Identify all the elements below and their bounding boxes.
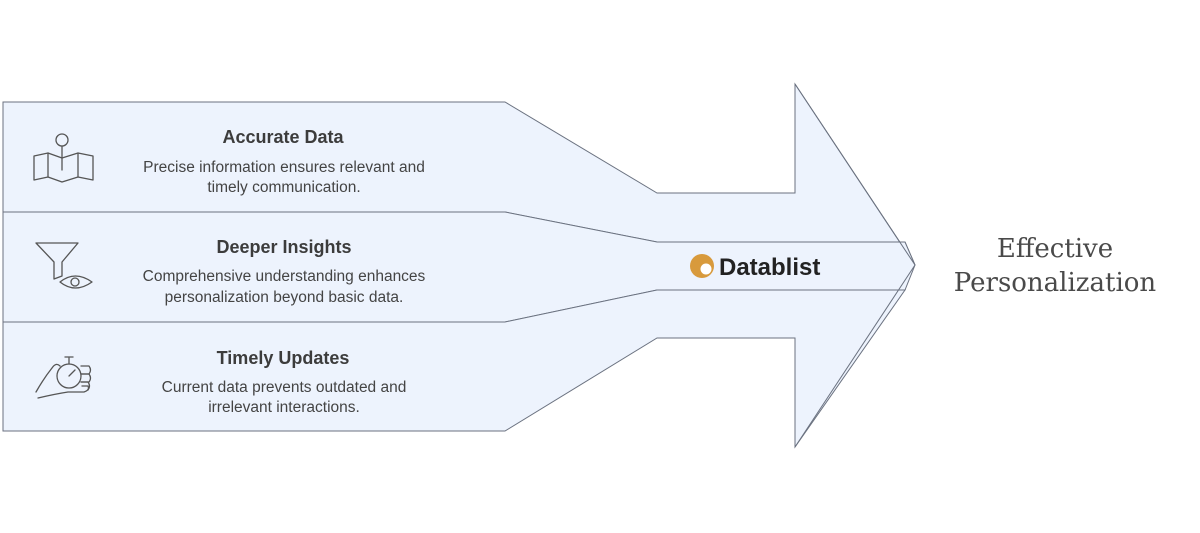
item-title: Deeper Insights	[216, 237, 351, 257]
item-desc-line1: Comprehensive understanding enhances	[143, 268, 426, 285]
item-title: Timely Updates	[217, 348, 350, 368]
datablist-logo-icon	[690, 254, 714, 278]
item-title: Accurate Data	[222, 127, 344, 147]
arrow-band-bottom	[2, 289, 906, 449]
item-accurate-data: Accurate Data Precise information ensure…	[33, 127, 425, 196]
outcome-line2: Personalization	[954, 268, 1157, 298]
arrow-tip	[794, 83, 916, 448]
datablist-logo: Datablist	[690, 254, 820, 281]
arrow-shapes	[2, 82, 916, 449]
item-desc-line2: timely communication.	[207, 179, 360, 196]
item-desc-line1: Current data prevents outdated and	[162, 379, 407, 396]
item-desc-line2: irrelevant interactions.	[208, 399, 360, 416]
outcome: Effective Personalization	[954, 234, 1157, 298]
item-timely-updates: Timely Updates Current data prevents out…	[35, 348, 407, 416]
item-deeper-insights: Deeper Insights Comprehensive understand…	[35, 237, 426, 306]
brand-name: Datablist	[719, 254, 820, 281]
item-desc-line2: personalization beyond basic data.	[165, 289, 404, 306]
funnel-eye-icon	[35, 242, 93, 289]
item-desc-line1: Precise information ensures relevant and	[143, 159, 425, 176]
map-pin-icon	[33, 133, 94, 183]
hand-stopwatch-icon	[35, 356, 92, 399]
outcome-line1: Effective	[997, 234, 1113, 264]
